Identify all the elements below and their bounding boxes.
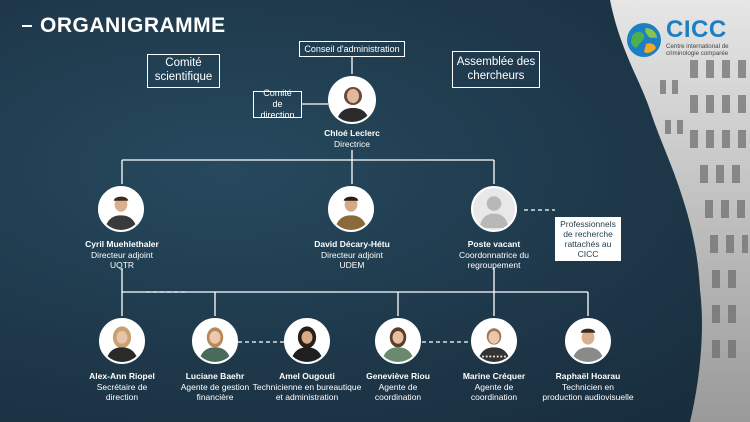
avatar-cyril (98, 186, 144, 232)
staff-name: Geneviève Riou (366, 371, 430, 381)
staff-card: Luciane Baehr Agente de gestion financiè… (155, 371, 275, 403)
logo-acronym: CICC (666, 16, 727, 43)
staff-card: Raphaël Hoarau Technicien en production … (528, 371, 648, 403)
avatar-marine (471, 318, 517, 364)
director-name: Chloé Leclerc (324, 128, 380, 138)
staff-card: Alex-Ann Riopel Secrétaire de direction (62, 371, 182, 403)
staff-role1: Agente de (378, 381, 418, 392)
staff-name: Luciane Baehr (185, 371, 245, 381)
logo-subtitle-line2: criminologie comparée (666, 50, 729, 58)
avatar-alex-ann (99, 318, 145, 364)
staff-name: Alex-Ann Riopel (89, 371, 155, 381)
professionnels-line4: CICC (577, 249, 599, 260)
title-dash (22, 25, 32, 27)
comite-scientifique-box: Comité scientifique (147, 54, 220, 88)
cyril-card: Cyril Muehlethaler Directeur adjoint UQT… (62, 239, 182, 271)
logo-subtitle: Centre international de criminologie com… (666, 43, 736, 57)
professionnels-line3: rattachés au (564, 239, 612, 249)
staff-role2: et administration (275, 392, 339, 403)
cyril-role2: UQTR (109, 260, 135, 271)
staff-name: Raphaël Hoarau (555, 371, 621, 381)
cyril-role1: Directeur adjoint (91, 249, 153, 260)
avatar-amel (284, 318, 330, 364)
staff-name: Amel Ougouti (279, 371, 335, 381)
comite-direction-box: Comité de direction (253, 88, 302, 120)
professionnels-box: Professionnels de recherche rattachés au… (555, 217, 621, 261)
avatar-director (328, 76, 376, 124)
staff-role2: direction (105, 392, 139, 403)
avatar-luciane (192, 318, 238, 364)
staff-card: Geneviève Riou Agente de coordination (338, 371, 458, 403)
logo-subtitle-line1: Centre international de (666, 43, 729, 50)
david-name: David Décary-Hétu (314, 239, 390, 249)
comite-direction-line1: Comité de (263, 88, 292, 110)
avatar-david (328, 186, 374, 232)
staff-role1: Technicien en (562, 381, 614, 392)
staff-role1: Agente de gestion (180, 381, 250, 392)
staff-role2: coordination (374, 392, 422, 403)
director-card: Chloé Leclerc Directrice (292, 128, 412, 149)
staff-role2: production audiovisuelle (542, 392, 634, 403)
vacant-card: Poste vacant Coordonnatrice du regroupem… (434, 239, 554, 271)
david-card: David Décary-Hétu Directeur adjoint UDEM (292, 239, 412, 271)
assemblee-chercheurs-box: Assemblée des chercheurs (452, 51, 540, 88)
vacant-role2: regroupement (467, 260, 521, 271)
avatar-raphael (565, 318, 611, 364)
staff-role1: Technicienne en bureautique (252, 381, 362, 392)
conseil-administration-box: Conseil d'administration (299, 41, 405, 57)
cicc-logo: CICC Centre international de criminologi… (626, 16, 736, 62)
vacant-role1: Coordonnatrice du (459, 249, 529, 260)
avatar-vacant-placeholder-icon (471, 186, 517, 232)
david-role2: UDEM (339, 260, 365, 271)
vacant-name: Poste vacant (467, 239, 521, 249)
comite-scientifique-line1: Comité (165, 57, 202, 70)
cyril-name: Cyril Muehlethaler (85, 239, 159, 249)
professionnels-line2: de recherche (563, 228, 613, 239)
staff-role2: financière (196, 392, 234, 403)
page-title: ORGANIGRAMME (22, 14, 226, 38)
assemblee-line1: Assemblée des (456, 55, 536, 68)
assemblee-line2: chercheurs (467, 69, 525, 82)
page-title-text: ORGANIGRAMME (40, 14, 226, 37)
staff-role2: coordination (470, 392, 518, 403)
avatar-genevieve (375, 318, 421, 364)
comite-scientifique-line2: scientifique (154, 71, 213, 83)
staff-role1: Secrétaire de (96, 381, 148, 392)
staff-role1: Agente de (474, 381, 514, 392)
staff-card: Amel Ougouti Technicienne en bureautique… (242, 371, 372, 403)
director-role: Directrice (334, 138, 370, 149)
professionnels-line1: Professionnels (560, 218, 616, 229)
staff-name: Marine Créquer (462, 371, 526, 381)
staff-card: Marine Créquer Agente de coordination (434, 371, 554, 403)
comite-direction-line2: direction (260, 109, 295, 120)
globe-icon (627, 23, 661, 57)
david-role1: Directeur adjoint (321, 249, 383, 260)
conseil-label: Conseil d'administration (304, 43, 400, 54)
